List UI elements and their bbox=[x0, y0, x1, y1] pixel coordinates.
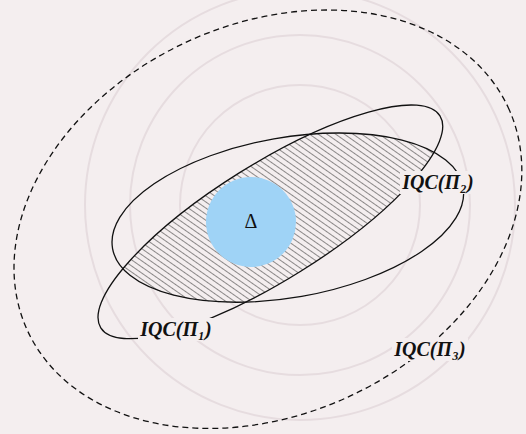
outer-set: IQC(Π₃)IQC(Π₁)ΔIQC(Π₂) bbox=[14, 10, 522, 428]
watermark-seal bbox=[85, 0, 515, 420]
node-outline bbox=[112, 133, 464, 302]
set-label: IQC(Π₁) bbox=[138, 318, 213, 341]
uncertainty-disc: Δ bbox=[206, 177, 296, 267]
set-ellipse: IQC(Π₂) bbox=[112, 133, 464, 302]
disc-label: Δ bbox=[245, 210, 258, 233]
set-label: IQC(Π₃) bbox=[392, 338, 467, 361]
set-label: IQC(Π₂) bbox=[400, 171, 475, 194]
intersection-hatch bbox=[99, 108, 477, 327]
